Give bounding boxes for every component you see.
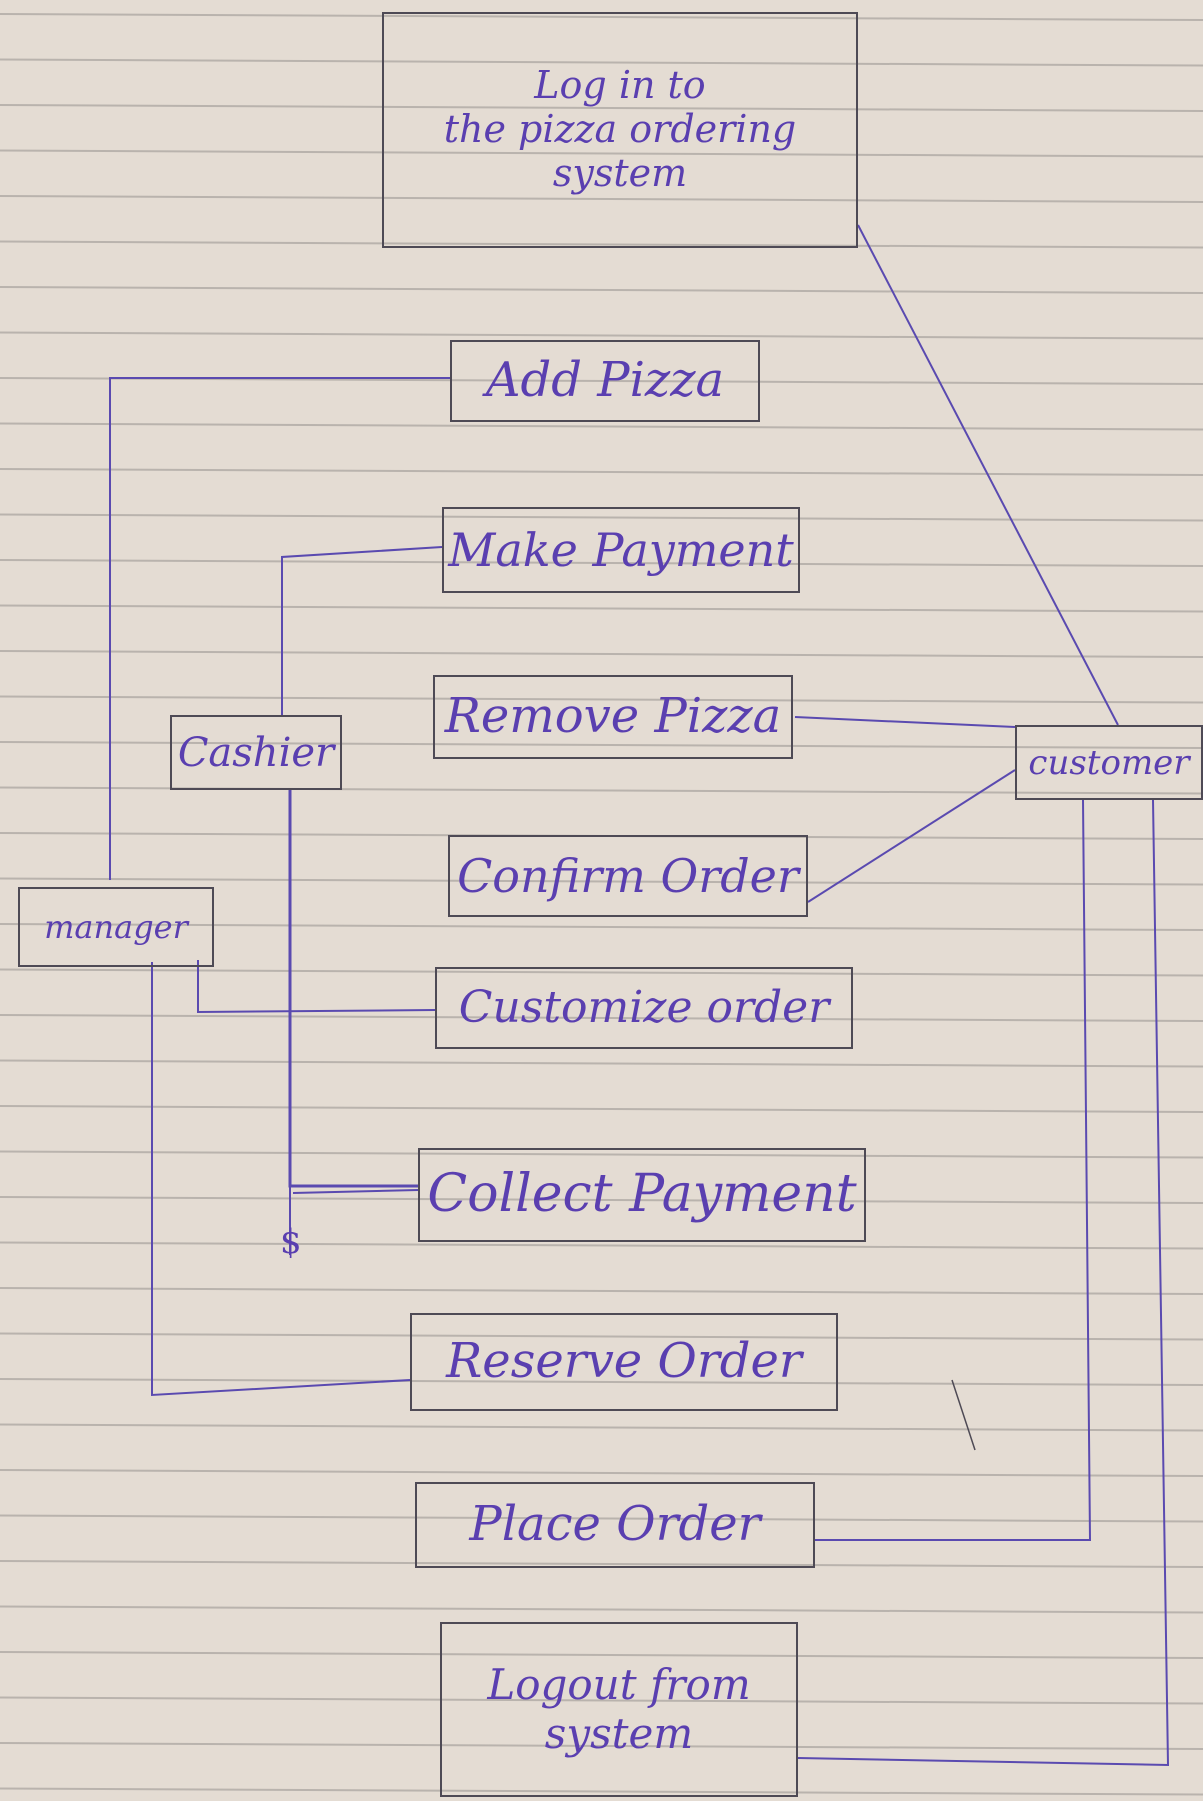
line-customer-place-order: [815, 799, 1092, 1541]
use-case-add-pizza: Add Pizza: [450, 340, 760, 422]
login-box: Log in to the pizza ordering system: [382, 12, 858, 248]
ruled-line: [0, 195, 1203, 203]
actor-label: customer: [1028, 742, 1190, 783]
dollar-label: $: [280, 1222, 302, 1262]
ruled-line: [0, 422, 1203, 431]
ruled-line: [0, 513, 1203, 522]
ruled-line: [0, 1105, 1203, 1113]
use-case-label: Make Payment: [448, 522, 794, 577]
ruled-line: [0, 604, 1203, 613]
ruled-line: [0, 1150, 1203, 1159]
ruled-line: [0, 13, 1203, 21]
ruled-line: [0, 1241, 1203, 1250]
actor-cashier: Cashier: [170, 715, 342, 790]
ruled-line: [0, 468, 1203, 476]
use-case-label: Confirm Order: [457, 848, 799, 903]
ruled-line: [0, 650, 1203, 658]
ruled-line: [0, 1287, 1203, 1295]
ruled-line: [0, 149, 1203, 158]
ruled-line: [0, 1469, 1203, 1477]
line-login-customer: [857, 224, 1119, 726]
ruled-line: [0, 923, 1203, 931]
use-case-label: Reserve Order: [446, 1333, 802, 1390]
ruled-line: [0, 1605, 1203, 1614]
use-case-label: Place Order: [469, 1496, 761, 1553]
line-customer-logout: [797, 799, 1170, 1767]
actor-customer: customer: [1015, 725, 1203, 800]
use-case-label: Collect Payment: [427, 1164, 857, 1225]
line-confirm-order-customer: [807, 769, 1016, 903]
ruled-line: [0, 1059, 1203, 1068]
ruled-line: [0, 104, 1203, 112]
ruled-line: [0, 695, 1203, 704]
ruled-line: [0, 1196, 1203, 1204]
use-case-place-order: Place Order: [415, 1482, 815, 1568]
actor-label: manager: [44, 908, 188, 946]
use-case-make-payment: Make Payment: [442, 507, 800, 593]
use-case-label: Remove Pizza: [444, 688, 782, 745]
use-case-label: Logout from system: [487, 1660, 751, 1758]
actor-label: Cashier: [177, 729, 335, 776]
ruled-line: [0, 240, 1203, 249]
use-case-label: Customize order: [458, 981, 830, 1033]
ruled-line: [0, 1378, 1203, 1386]
ruled-line: [0, 286, 1203, 294]
line-manager-customize-order: [197, 960, 436, 1014]
ruled-line: [0, 741, 1203, 749]
ruled-line: [0, 877, 1203, 886]
line-cashier-collect-payment-2: [292, 1189, 419, 1194]
ruled-line: [0, 559, 1203, 567]
ruled-line: [0, 1332, 1203, 1341]
line-cashier-make-payment: [281, 546, 443, 715]
ruled-line: [0, 1514, 1203, 1523]
pencil-stroke: [951, 1379, 976, 1451]
use-case-customize-order: Customize order: [435, 967, 853, 1049]
ruled-line: [0, 1423, 1203, 1432]
line-cashier-collect-payment: [288, 790, 418, 1188]
line-remove-pizza-customer: [794, 716, 1016, 728]
use-case-confirm-order: Confirm Order: [448, 835, 808, 917]
ruled-line: [0, 1651, 1203, 1659]
ruled-line: [0, 1696, 1203, 1705]
use-case-remove-pizza: Remove Pizza: [433, 675, 793, 759]
login-text: Log in to the pizza ordering system: [443, 63, 797, 195]
dollar-sign: $: [280, 1222, 302, 1262]
ruled-line: [0, 968, 1203, 977]
ruled-line: [0, 1742, 1203, 1750]
ruled-line: [0, 1560, 1203, 1568]
ruled-line: [0, 58, 1203, 67]
use-case-collect-payment: Collect Payment: [418, 1148, 866, 1242]
use-case-reserve-order: Reserve Order: [410, 1313, 838, 1411]
ruled-line: [0, 1014, 1203, 1022]
actor-manager: manager: [18, 887, 214, 967]
line-manager-add-pizza: [109, 377, 450, 880]
line-manager-reserve-order: [151, 962, 411, 1397]
ruled-line: [0, 1787, 1203, 1796]
use-case-label: Add Pizza: [485, 352, 725, 409]
use-case-logout: Logout from system: [440, 1622, 798, 1797]
ruled-line: [0, 331, 1203, 340]
